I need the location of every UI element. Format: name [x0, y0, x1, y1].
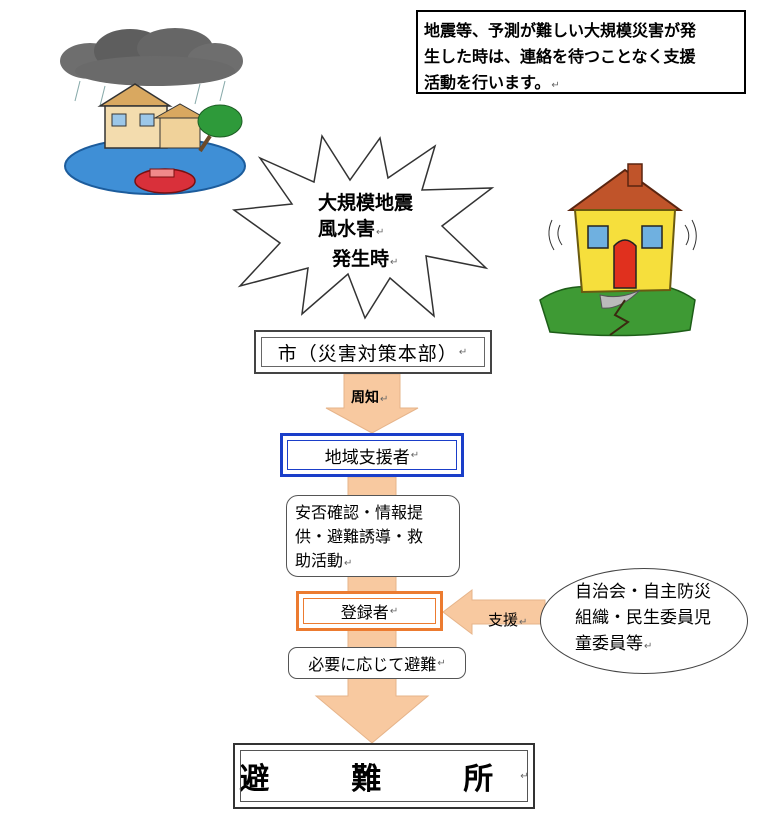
actions-line-1: 安否確認・情報提 — [295, 503, 424, 522]
shelter-label: 避 難 所 — [239, 762, 520, 797]
registrant-label: 登録者 — [340, 603, 389, 622]
burst-line-3: 発生時 — [332, 248, 390, 270]
burst-text: 大規模地震 風水害↵ 発生時↵ — [318, 192, 414, 270]
local-supporter-label: 地域支援者 — [324, 447, 410, 468]
city-hq-box: 市（災害対策本部）↵ — [254, 330, 492, 374]
notice-box: 地震等、予測が難しい大規模災害が発 生した時は、連絡を待つことなく支援 活動を行… — [416, 10, 746, 94]
registrant-box: 登録者↵ — [296, 591, 443, 631]
disaster-burst — [231, 133, 495, 320]
arrow-notify — [325, 373, 419, 434]
city-hq-label: 市（災害対策本部） — [277, 342, 458, 365]
actions-line-2: 供・避難誘導・救 — [295, 527, 424, 546]
local-supporter-box: 地域支援者↵ — [280, 433, 464, 477]
evacuate-box: 必要に応じて避難↵ — [288, 647, 466, 679]
notice-line-3: 活動を行います。 — [424, 73, 551, 92]
org-line-1: 自治会・自主防災 — [575, 582, 711, 602]
org-line-3: 童委員等 — [575, 634, 643, 654]
burst-line-1: 大規模地震 — [318, 192, 414, 214]
support-label: 支援↵ — [488, 611, 528, 629]
burst-line-2: 風水害 — [318, 218, 376, 240]
notify-label: 周知↵ — [351, 390, 389, 406]
org-line-2: 組織・民生委員児 — [575, 608, 711, 628]
actions-line-3: 助活動 — [295, 551, 344, 570]
notice-line-2: 生した時は、連絡を待つことなく支援 — [424, 47, 696, 66]
notice-line-1: 地震等、予測が難しい大規模災害が発 — [424, 21, 697, 40]
earthquake-house-illustration — [539, 163, 697, 337]
support-actions-box: 安否確認・情報提 供・避難誘導・救 助活動↵ — [286, 495, 460, 577]
evacuate-label: 必要に応じて避難 — [308, 655, 437, 674]
shelter-box: 避 難 所↵ — [233, 743, 535, 809]
flood-illustration — [60, 28, 246, 195]
organizations-ellipse: 自治会・自主防災 組織・民生委員児 童委員等↵ — [540, 568, 748, 674]
